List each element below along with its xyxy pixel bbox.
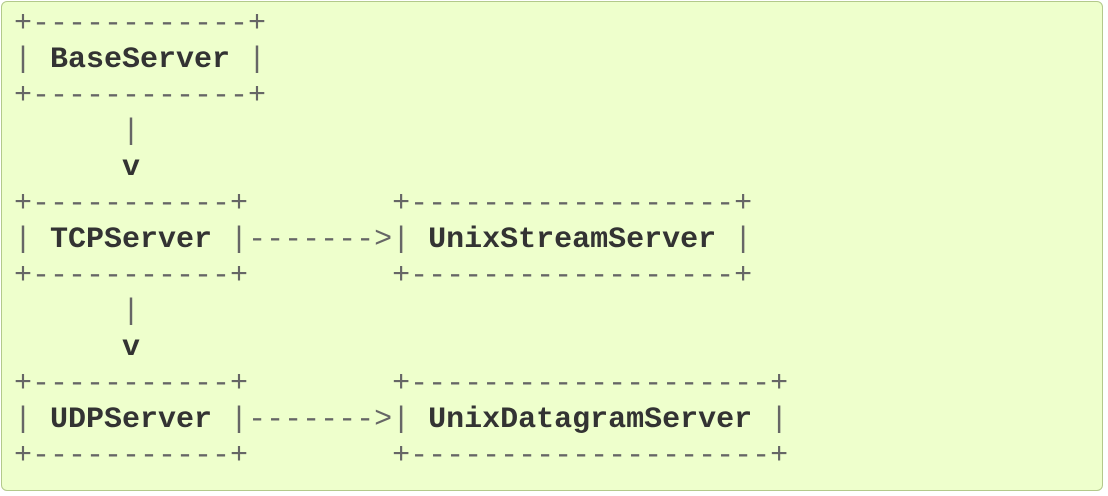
diagram-line-1: +------------+ [14, 6, 788, 42]
diagram-line-3: +------------+ [14, 78, 788, 114]
udpserver-box-left: | [14, 403, 51, 437]
diagram-line-5: v [14, 150, 788, 186]
udp-gap [248, 367, 392, 401]
unixdatagramserver-box-top: +--------------------+ [392, 367, 789, 401]
tcp-gap [248, 187, 392, 221]
unixstreamserver-box-top: +------------------+ [392, 187, 753, 221]
diagram-line-2: | BaseServer | [14, 42, 788, 78]
baseserver-box-bottom: +------------+ [14, 79, 267, 113]
unixdatagramserver-box-bottom: +--------------------+ [392, 439, 789, 473]
diagram-line-8: +-----------+ +------------------+ [14, 258, 788, 294]
udpserver-box-top: +-----------+ [14, 367, 249, 401]
inheritance-arrow-indent-1 [14, 151, 122, 185]
baseserver-label: BaseServer [50, 43, 231, 77]
udp-to-unixdatagram-arrow: -------> [248, 403, 393, 437]
udpserver-box-bottom: +-----------+ [14, 439, 249, 473]
udpserver-label: UDPServer [50, 403, 213, 437]
inheritance-connector-2: | [14, 295, 141, 329]
diagram-line-10: v [14, 330, 788, 366]
unixstreamserver-label: UnixStreamServer [428, 223, 717, 257]
unixdatagramserver-label: UnixDatagramServer [428, 403, 753, 437]
inheritance-arrowhead-2: v [122, 331, 141, 365]
tcpserver-label: TCPServer [50, 223, 213, 257]
tcp-gap-bottom [248, 259, 392, 293]
baseserver-box-left: | [14, 43, 51, 77]
tcpserver-box-right: | [212, 223, 249, 257]
class-hierarchy-diagram: +------------+| BaseServer |+-----------… [14, 6, 788, 474]
diagram-line-6: +-----------+ +------------------+ [14, 186, 788, 222]
tcp-to-unixstream-arrow: -------> [248, 223, 393, 257]
diagram-line-4: | [14, 114, 788, 150]
diagram-line-7: | TCPServer |------->| UnixStreamServer … [14, 222, 788, 258]
diagram-line-12: | UDPServer |------->| UnixDatagramServe… [14, 402, 788, 438]
baseserver-box-right: | [230, 43, 267, 77]
udpserver-box-right: | [212, 403, 249, 437]
inheritance-arrowhead-1: v [122, 151, 141, 185]
tcpserver-box-top: +-----------+ [14, 187, 249, 221]
baseserver-box-top: +------------+ [14, 7, 267, 41]
unixstreamserver-box-right: | [716, 223, 753, 257]
tcpserver-box-left: | [14, 223, 51, 257]
diagram-line-9: | [14, 294, 788, 330]
unixstreamserver-box-bottom: +------------------+ [392, 259, 753, 293]
inheritance-arrow-indent-2 [14, 331, 122, 365]
diagram-line-13: +-----------+ +--------------------+ [14, 438, 788, 474]
udp-gap-bottom [248, 439, 392, 473]
unixdatagramserver-box-left: | [392, 403, 429, 437]
tcpserver-box-bottom: +-----------+ [14, 259, 249, 293]
unixstreamserver-box-left: | [392, 223, 429, 257]
diagram-line-11: +-----------+ +--------------------+ [14, 366, 788, 402]
inheritance-connector-1: | [14, 115, 141, 149]
unixdatagramserver-box-right: | [752, 403, 789, 437]
